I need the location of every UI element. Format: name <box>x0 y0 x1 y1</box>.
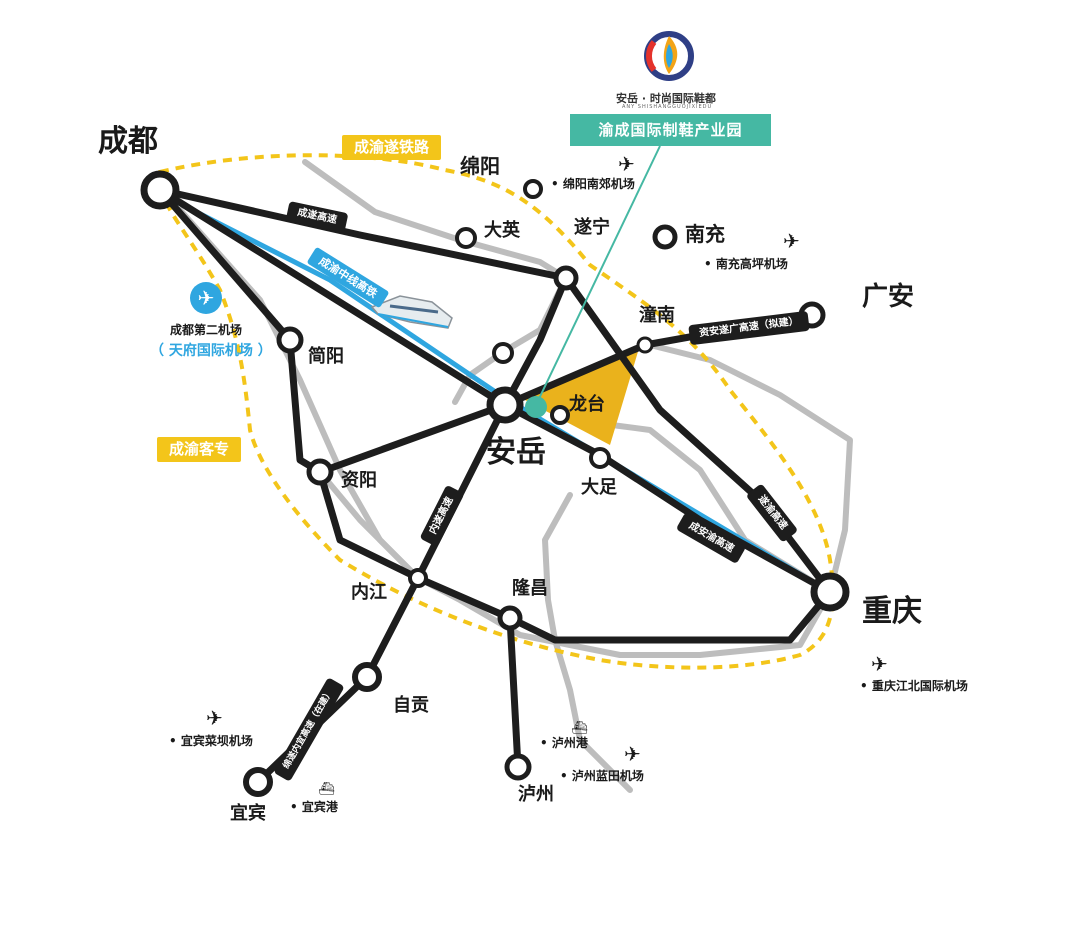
airplane-icon: ✈ <box>618 152 635 176</box>
city-label-nanchong: 南充 <box>685 222 725 246</box>
regional-outline <box>158 153 835 670</box>
node-daying <box>455 227 477 249</box>
airport-luzhou-label: 泸州蓝田机场 <box>571 769 644 783</box>
airport-mianyang: • 绵阳南郊机场 <box>551 177 635 191</box>
road-chengdu-jianyang <box>156 186 294 344</box>
chengyu-sui-railway-tag: 成渝遂铁路 <box>342 135 442 160</box>
road-ziyang-anyue <box>316 401 509 476</box>
rail-ziyang-neijiang <box>317 469 421 581</box>
city-nodes <box>140 170 850 797</box>
node-north-anyue <box>492 342 514 364</box>
city-label-neijiang: 内江 <box>351 582 387 603</box>
brand-name: 安岳 · 时尚国际鞋都 <box>616 92 716 105</box>
expressways <box>156 186 834 786</box>
node-longtai <box>550 405 570 425</box>
road-chengdu-anyue <box>156 186 509 409</box>
city-label-yibin: 宜宾 <box>230 803 266 824</box>
city-label-anyue: 安岳 <box>486 435 546 470</box>
city-label-dazu: 大足 <box>581 477 617 498</box>
airport-nanchong: • 南充高坪机场 <box>704 257 788 271</box>
airport-yibin-label: 宜宾菜坝机场 <box>180 734 253 748</box>
airplane-icon: ✈ <box>190 282 222 314</box>
port-yibin: • 宜宾港 <box>290 800 338 814</box>
road-chengdu-suining <box>156 186 570 282</box>
node-nanchong <box>652 224 678 250</box>
ship-icon: ⛴ <box>571 721 588 736</box>
node-zigong <box>352 662 382 692</box>
city-label-chongqing: 重庆 <box>862 594 922 629</box>
airplane-icon: ✈ <box>783 229 800 253</box>
port-yibin-label: 宜宾港 <box>301 800 338 814</box>
city-label-longchang: 隆昌 <box>512 578 548 599</box>
airport-chengdu2: 成都第二机场 <box>170 323 243 337</box>
airport-chongqing-label: 重庆江北国际机场 <box>871 679 968 693</box>
node-longchang <box>497 605 523 631</box>
city-label-suining: 遂宁 <box>574 217 610 238</box>
rail-anyue-loop <box>609 422 833 595</box>
chengyu-kezhuan-tag: 成渝客专 <box>157 437 242 462</box>
node-ziyang <box>306 458 334 486</box>
node-chengdu <box>140 170 180 210</box>
node-dazu <box>589 447 611 469</box>
ship-icon: ⛴ <box>318 782 335 797</box>
city-label-zigong: 自贡 <box>393 695 429 716</box>
node-mianyang <box>523 179 543 199</box>
city-label-guangan: 广安 <box>862 282 915 312</box>
rail-tongnan-chongqing <box>647 342 853 595</box>
port-luzhou: • 泸州港 <box>540 736 588 750</box>
park-banner: 渝成国际制鞋产业园 <box>570 114 771 146</box>
city-label-jianyang: 简阳 <box>308 346 344 367</box>
port-luzhou-label: 泸州港 <box>551 736 588 750</box>
node-tongnan <box>636 336 654 354</box>
airport-yibin: • 宜宾菜坝机场 <box>169 734 253 748</box>
node-yibin <box>243 767 273 797</box>
airplane-icon: ✈ <box>206 706 223 730</box>
city-label-daying: 大英 <box>484 220 520 241</box>
longtai-zone <box>525 345 640 445</box>
park-pointer-line <box>535 145 661 406</box>
city-label-longtai: 龙台 <box>569 394 605 415</box>
road-ziyang-neijiang <box>316 468 422 582</box>
road-suining-chongqing <box>562 274 834 596</box>
airplane-icon: ✈ <box>871 652 888 676</box>
airport-nanchong-label: 南充高坪机场 <box>715 257 788 271</box>
brand-subtitle: ANY SHISHANGGUOJIXIEDU <box>622 104 713 110</box>
node-chongqing <box>810 572 850 612</box>
road-anyue-chongqing <box>501 401 834 596</box>
city-label-chengdu: 成都 <box>98 124 158 159</box>
logo-icon <box>644 31 694 81</box>
city-label-luzhou: 泸州 <box>518 784 554 805</box>
node-anyue <box>486 386 524 424</box>
road-neijiang-chongqing <box>414 574 834 644</box>
road-longchang-luzhou <box>506 614 522 771</box>
airport-mianyang-label: 绵阳南郊机场 <box>562 177 635 191</box>
airport-chongqing: • 重庆江北国际机场 <box>860 679 968 693</box>
node-luzhou <box>504 753 532 781</box>
city-label-ziyang: 资阳 <box>341 470 377 491</box>
city-label-mianyang: 绵阳 <box>460 154 500 178</box>
airport-luzhou: • 泸州蓝田机场 <box>560 769 644 783</box>
airport-tianfu: （ 天府国际机场 ） <box>150 343 272 359</box>
node-jianyang <box>276 326 304 354</box>
train-icon <box>370 295 453 329</box>
node-neijiang <box>408 568 428 588</box>
node-suining <box>553 265 579 291</box>
city-label-tongnan: 潼南 <box>639 305 675 326</box>
park-marker <box>525 396 547 418</box>
airplane-icon: ✈ <box>624 742 641 766</box>
